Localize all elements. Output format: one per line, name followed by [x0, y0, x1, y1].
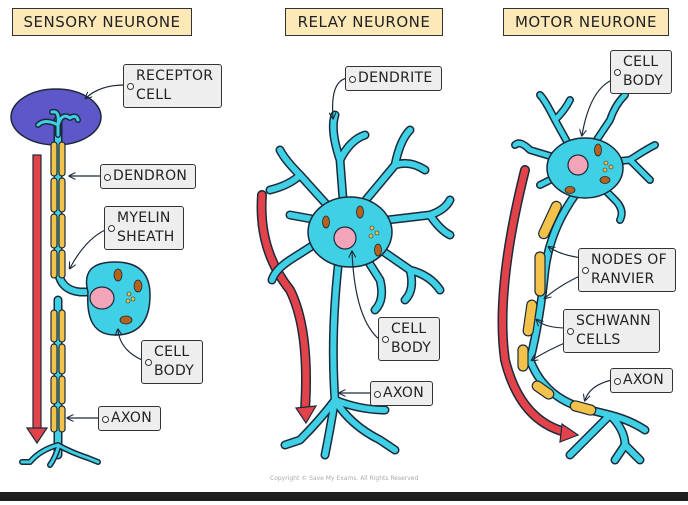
bottom-bar	[0, 492, 688, 501]
title-motor-neurone: MOTOR NEURONE	[503, 8, 669, 36]
nodes-line2: RANVIER	[591, 271, 655, 287]
label-schwann-cells: SCHWANN CELLS	[563, 309, 660, 353]
tag-hole-icon	[582, 267, 589, 274]
label-myelin-sheath: MYELIN SHEATH	[104, 206, 184, 250]
schwann-line2: CELLS	[576, 332, 621, 348]
sensory-cellbody-line2: BODY	[154, 363, 195, 379]
sensory-impulse-arrow	[25, 154, 49, 445]
copyright-notice: Copyright © Save My Exams. All Rights Re…	[270, 475, 419, 482]
sensory-cellbody-line1: CELL	[154, 344, 190, 360]
tag-hole-icon	[127, 83, 134, 90]
tag-hole-icon	[567, 328, 574, 335]
tag-hole-icon	[102, 415, 109, 423]
sensory-myelin-upper	[50, 141, 66, 279]
relay-cell-body	[307, 196, 393, 268]
label-motor-axon: AXON	[610, 368, 673, 393]
schwann-line1: SCHWANN	[576, 313, 651, 329]
label-relay-cell-body: CELL BODY	[378, 317, 441, 361]
motor-axon-text: AXON	[623, 372, 664, 388]
sensory-myelin-lower	[50, 309, 66, 433]
myelin-line1: MYELIN	[117, 210, 171, 226]
label-sensory-cell-body: CELL BODY	[141, 340, 204, 384]
motor-schwann-cells	[517, 200, 597, 416]
dendron-text: DENDRON	[113, 168, 188, 184]
tag-hole-icon	[145, 359, 152, 366]
title-sensory-text: SENSORY NEURONE	[23, 13, 181, 31]
dendrite-text: DENDRITE	[358, 70, 433, 86]
relay-neurone	[256, 77, 455, 460]
receptor-line1: RECEPTOR	[136, 68, 214, 84]
relay-axon-text: AXON	[383, 385, 424, 401]
motor-cellbody-line2: BODY	[623, 73, 664, 89]
tag-hole-icon	[614, 377, 621, 385]
sensory-neurone	[10, 84, 151, 468]
motor-neurone	[497, 79, 659, 465]
label-dendrite: DENDRITE	[345, 66, 442, 91]
tag-hole-icon	[104, 173, 111, 181]
sensory-cell-body	[85, 261, 151, 336]
relay-impulse-arrow	[256, 190, 311, 415]
label-receptor-cell: RECEPTOR CELL	[123, 64, 223, 108]
tag-hole-icon	[108, 225, 115, 232]
title-relay-text: RELAY NEURONE	[297, 13, 431, 31]
relay-cellbody-line2: BODY	[391, 340, 432, 356]
label-dendron: DENDRON	[100, 164, 197, 189]
relay-cellbody-line1: CELL	[391, 321, 427, 337]
tag-hole-icon	[349, 75, 356, 83]
motor-cellbody-line1: CELL	[623, 54, 659, 70]
nodes-line1: NODES OF	[591, 252, 667, 268]
title-sensory-neurone: SENSORY NEURONE	[12, 8, 192, 36]
myelin-line2: SHEATH	[117, 229, 175, 245]
tag-hole-icon	[382, 336, 389, 343]
receptor-line2: CELL	[136, 87, 172, 103]
relay-dendrites	[265, 110, 455, 315]
tag-hole-icon	[374, 390, 381, 398]
label-sensory-axon: AXON	[98, 406, 161, 431]
label-relay-axon: AXON	[370, 381, 433, 406]
motor-cell-body	[546, 137, 624, 199]
title-relay-neurone: RELAY NEURONE	[285, 8, 443, 36]
tag-hole-icon	[614, 69, 621, 76]
title-motor-text: MOTOR NEURONE	[514, 13, 657, 31]
label-nodes-of-ranvier: NODES OF RANVIER	[578, 248, 676, 292]
label-motor-cell-body: CELL BODY	[610, 50, 673, 94]
sensory-axon-text: AXON	[111, 410, 152, 426]
